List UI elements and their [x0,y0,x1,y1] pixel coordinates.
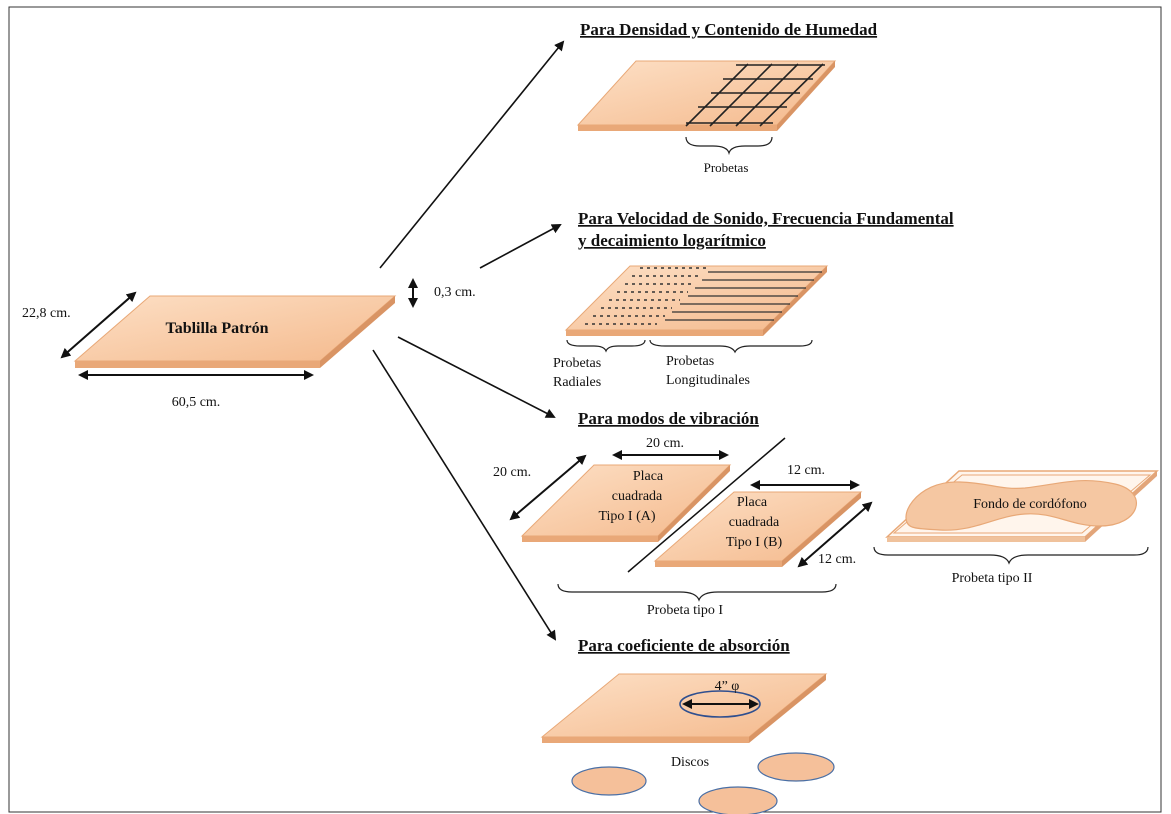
density-board [576,60,837,131]
longitudinal-label-line2: Longitudinales [666,373,750,388]
type1-label: Probeta tipo I [647,603,724,618]
diameter-label: 4” φ [715,679,740,694]
disc [757,752,835,782]
plate-b-line1: Placa [737,495,768,510]
type2-label: Probeta tipo II [952,571,1033,586]
sound-board [564,265,829,336]
arrow-to-density [379,40,565,269]
arrow-to-sound [479,224,562,269]
sound-title-line2: y decaimiento logarítmico [578,231,766,250]
absorption-circle-outline [679,690,761,718]
plate-a-width-label: 20 cm. [646,436,684,451]
density-specimen-grid [685,63,825,127]
plate-a-depth-arrow [509,454,587,521]
plate-b-line2: cuadrada [729,515,780,530]
plate-a-line1: Placa [633,469,664,484]
length-dimension-label: 60,5 cm. [172,395,221,410]
radial-label-line1: Probetas [553,356,601,371]
density-title: Para Densidad y Contenido de Humedad [580,20,878,39]
width-dimension-label: 22,8 cm. [22,306,71,321]
width-dimension-arrow [60,291,137,359]
sound-title-line1: Para Velocidad de Sonido, Frecuencia Fun… [578,209,954,228]
main-board-label: Tablilla Patrón [166,320,269,337]
discs-label: Discos [671,755,709,770]
density-brace [685,136,773,156]
plate-separator-line [627,437,786,573]
longitudinal-brace [649,339,813,354]
plate-a-line2: cuadrada [612,489,663,504]
density-specimens-label: Probetas [704,160,749,175]
plate-b-line3: Tipo I (B) [726,535,783,550]
radial-label-line2: Radiales [553,375,601,390]
sound-longitudinal-lines [665,271,822,321]
plate-a-line3: Tipo I (A) [598,509,655,524]
main-board [73,295,397,368]
plate-a-depth-label: 20 cm. [493,465,531,480]
disc [698,786,778,814]
absorption-title: Para coeficiente de absorción [578,636,790,655]
cordophone-shape [905,479,1137,531]
cordophone-label: Fondo de cordófono [973,497,1087,512]
radial-brace [566,339,646,353]
vibration-title: Para modos de vibración [578,409,759,428]
thickness-dimension-label: 0,3 cm. [434,285,476,300]
plate-b-depth-arrow [797,501,873,568]
type1-brace [557,583,837,602]
type2-brace [873,546,1149,565]
plate-b-width-label: 12 cm. [787,463,825,478]
longitudinal-label-line1: Probetas [666,354,714,369]
absorption-board [540,673,828,743]
plate-b-depth-label: 12 cm. [818,552,856,567]
disc [571,766,647,796]
arrow-to-absorption [372,349,557,641]
frame-border [8,6,1162,813]
sound-radial-marks [585,267,708,325]
arrow-to-vibration [397,336,556,418]
